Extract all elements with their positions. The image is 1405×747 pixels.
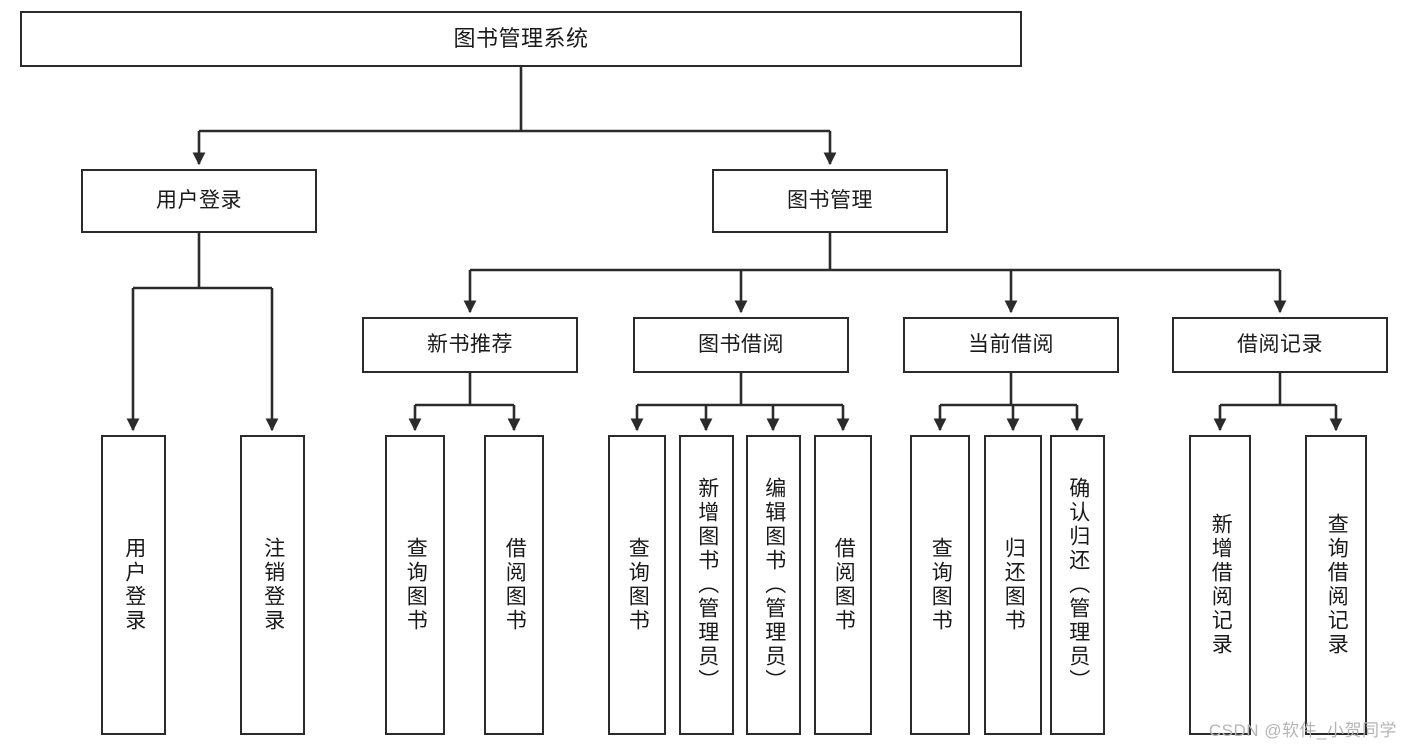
node-book-borrow[interactable]: 图书借阅 — [633, 317, 849, 373]
node-label: 新增图书（管理员） — [695, 477, 719, 693]
node-label: 新书推荐 — [427, 333, 513, 357]
node-label: 当前借阅 — [968, 333, 1054, 357]
leaf-query-book-current[interactable]: 查询图书 — [910, 435, 970, 735]
leaf-return-book[interactable]: 归还图书 — [984, 435, 1042, 735]
node-label: 图书管理系统 — [453, 25, 589, 51]
leaf-confirm-return-admin[interactable]: 确认归还（管理员） — [1050, 435, 1105, 735]
node-label: 借阅图书 — [832, 537, 856, 633]
leaf-add-borrow-record[interactable]: 新增借阅记录 — [1189, 435, 1251, 735]
node-label: 用户登录 — [122, 537, 146, 633]
node-label: 查询图书 — [404, 537, 428, 633]
node-book-management[interactable]: 图书管理 — [712, 169, 948, 233]
leaf-add-book-admin[interactable]: 新增图书（管理员） — [679, 435, 734, 735]
node-label: 借阅图书 — [503, 537, 527, 633]
node-current-borrow[interactable]: 当前借阅 — [903, 317, 1119, 373]
node-label: 用户登录 — [156, 189, 242, 213]
node-label: 新增借阅记录 — [1209, 513, 1233, 657]
node-root-system[interactable]: 图书管理系统 — [20, 11, 1022, 67]
leaf-logout[interactable]: 注销登录 — [240, 435, 305, 735]
node-new-book-recommend[interactable]: 新书推荐 — [362, 317, 578, 373]
node-label: 注销登录 — [261, 537, 285, 633]
node-user-login[interactable]: 用户登录 — [81, 169, 317, 233]
leaf-user-login[interactable]: 用户登录 — [101, 435, 166, 735]
node-label: 确认归还（管理员） — [1066, 477, 1090, 693]
leaf-query-book-newbook[interactable]: 查询图书 — [385, 435, 445, 735]
watermark-text: CSDN @软件_小贺同学 — [1208, 721, 1397, 740]
node-label: 编辑图书（管理员） — [762, 477, 786, 693]
node-label: 查询图书 — [929, 537, 953, 633]
node-label: 借阅记录 — [1237, 333, 1323, 357]
leaf-query-book-borrow[interactable]: 查询图书 — [608, 435, 666, 735]
node-borrow-record[interactable]: 借阅记录 — [1172, 317, 1388, 373]
leaf-edit-book-admin[interactable]: 编辑图书（管理员） — [746, 435, 801, 735]
leaf-query-borrow-record[interactable]: 查询借阅记录 — [1305, 435, 1367, 735]
node-label: 查询图书 — [626, 537, 650, 633]
node-label: 图书借阅 — [698, 333, 784, 357]
node-label: 查询借阅记录 — [1325, 513, 1349, 657]
leaf-borrow-book-newbook[interactable]: 借阅图书 — [484, 435, 544, 735]
node-label: 归还图书 — [1002, 537, 1026, 633]
node-label: 图书管理 — [787, 189, 873, 213]
leaf-borrow-book[interactable]: 借阅图书 — [814, 435, 872, 735]
